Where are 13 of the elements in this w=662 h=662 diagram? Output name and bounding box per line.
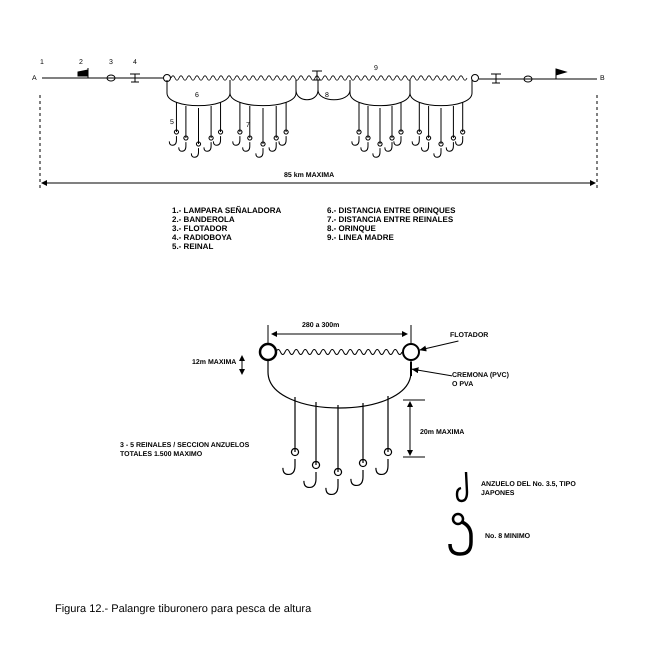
leader-line — [412, 367, 452, 376]
legend-entry: 2.- BANDEROLA — [172, 214, 235, 225]
legend-entry: 9.- LINEA MADRE — [327, 233, 394, 244]
legend-entry: 6.- DISTANCIA ENTRE ORINQUES — [327, 205, 456, 216]
legend-entry: 7.- DISTANCIA ENTRE REINALES — [327, 215, 454, 225]
legend-entry: 5.- REINAL — [172, 241, 214, 253]
legend-entry: 8.- ORINQUE — [327, 223, 376, 234]
leader-line — [419, 340, 459, 352]
legend-entry: 4.- RADIOBOYA — [172, 232, 232, 244]
figure-caption: Figura 12.- Palangre tiburonero para pesca de altura — [55, 602, 312, 617]
line-segment — [410, 362, 412, 376]
legend-entry: 1.- LAMPARA SEÑALADORA — [172, 205, 282, 216]
legend-entry: 3.- FLOTADOR — [172, 223, 228, 234]
